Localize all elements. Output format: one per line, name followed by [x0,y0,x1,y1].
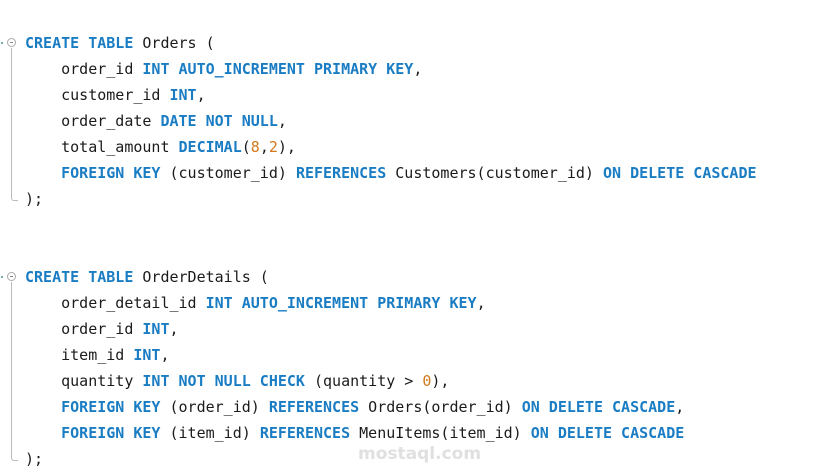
sql-keyword: CREATE TABLE [25,268,134,286]
sql-keyword: INT NOT NULL CHECK [142,372,305,390]
sql-text [25,164,61,182]
sql-text: ( [241,138,251,156]
sql-text: order_detail_id [25,294,206,312]
sql-text: , [413,60,423,78]
sql-text: Orders ( [133,34,215,52]
sql-keyword: ON DELETE CASCADE [521,398,676,416]
sql-keyword: INT [169,86,197,104]
code-line[interactable]: item_id INT, [25,342,170,368]
code-line[interactable]: order_date DATE NOT NULL, [25,108,287,134]
sql-text: customer_id [25,86,170,104]
fold-guide-line [11,48,18,201]
sql-keyword: ON DELETE CASCADE [530,424,685,442]
code-line[interactable]: quantity INT NOT NULL CHECK (quantity > … [25,368,449,394]
sql-keyword: DATE NOT NULL [160,112,278,130]
code-line[interactable]: total_amount DECIMAL(8,2), [25,134,296,160]
sql-keyword: INT [142,320,170,338]
sql-text: (customer_id) [160,164,296,182]
sql-text: (item_id) [160,424,260,442]
sql-keyword: ON DELETE CASCADE [603,164,757,182]
sql-text: , [476,294,486,312]
code-line[interactable]: ); [25,446,43,472]
code-line[interactable]: FOREIGN KEY (customer_id) REFERENCES Cus… [25,160,757,186]
sql-text: order_id [25,60,143,78]
breakpoint-marker [1,42,3,44]
sql-text: total_amount [25,138,179,156]
sql-text: order_id [25,320,143,338]
sql-text: ), [431,372,450,390]
sql-text: (order_id) [160,398,269,416]
code-line[interactable]: CREATE TABLE Orders ( [25,30,215,56]
sql-text [25,424,61,442]
fold-collapse-icon[interactable] [7,38,16,47]
sql-text: order_date [25,112,161,130]
sql-keyword: FOREIGN KEY [61,164,161,182]
sql-keyword: INT [133,346,161,364]
fold-collapse-icon[interactable] [7,272,16,281]
sql-text: ); [25,190,44,208]
sql-text: Orders(order_id) [359,398,522,416]
sql-number: 8 [250,138,260,156]
sql-keyword: FOREIGN KEY [61,424,161,442]
sql-keyword: REFERENCES [295,164,387,182]
sql-text: , [160,346,170,364]
sql-text: , [675,398,685,416]
sql-text: , [259,138,269,156]
watermark: mostaql.com [358,444,482,464]
sql-keyword: DECIMAL [178,138,242,156]
code-line[interactable]: ); [25,186,43,212]
sql-text: ); [25,450,44,468]
code-line[interactable]: order_id INT, [25,316,179,342]
sql-text: item_id [25,346,134,364]
sql-keyword: INT AUTO_INCREMENT PRIMARY KEY [142,60,414,78]
sql-text: (quantity > [304,372,423,390]
fold-guide-line [11,282,18,461]
code-line[interactable]: order_detail_id INT AUTO_INCREMENT PRIMA… [25,290,486,316]
sql-text: ), [277,138,296,156]
code-line[interactable]: FOREIGN KEY (order_id) REFERENCES Orders… [25,394,684,420]
breakpoint-marker [1,276,3,278]
code-line[interactable]: order_id INT AUTO_INCREMENT PRIMARY KEY, [25,56,422,82]
sql-text: , [196,86,206,104]
sql-keyword: FOREIGN KEY [61,398,161,416]
sql-keyword: REFERENCES [268,398,360,416]
sql-keyword: CREATE TABLE [25,34,134,52]
sql-keyword: INT AUTO_INCREMENT PRIMARY KEY [205,294,477,312]
sql-text: quantity [25,372,143,390]
sql-number: 0 [422,372,432,390]
code-line[interactable]: customer_id INT, [25,82,206,108]
code-line[interactable]: FOREIGN KEY (item_id) REFERENCES MenuIte… [25,420,684,446]
code-line[interactable]: CREATE TABLE OrderDetails ( [25,264,269,290]
sql-text: , [277,112,287,130]
sql-text: Customers(customer_id) [386,164,603,182]
sql-text: OrderDetails ( [133,268,269,286]
sql-text: , [169,320,179,338]
sql-text: MenuItems(item_id) [350,424,531,442]
sql-number: 2 [268,138,278,156]
sql-keyword: REFERENCES [259,424,351,442]
sql-text [25,398,61,416]
